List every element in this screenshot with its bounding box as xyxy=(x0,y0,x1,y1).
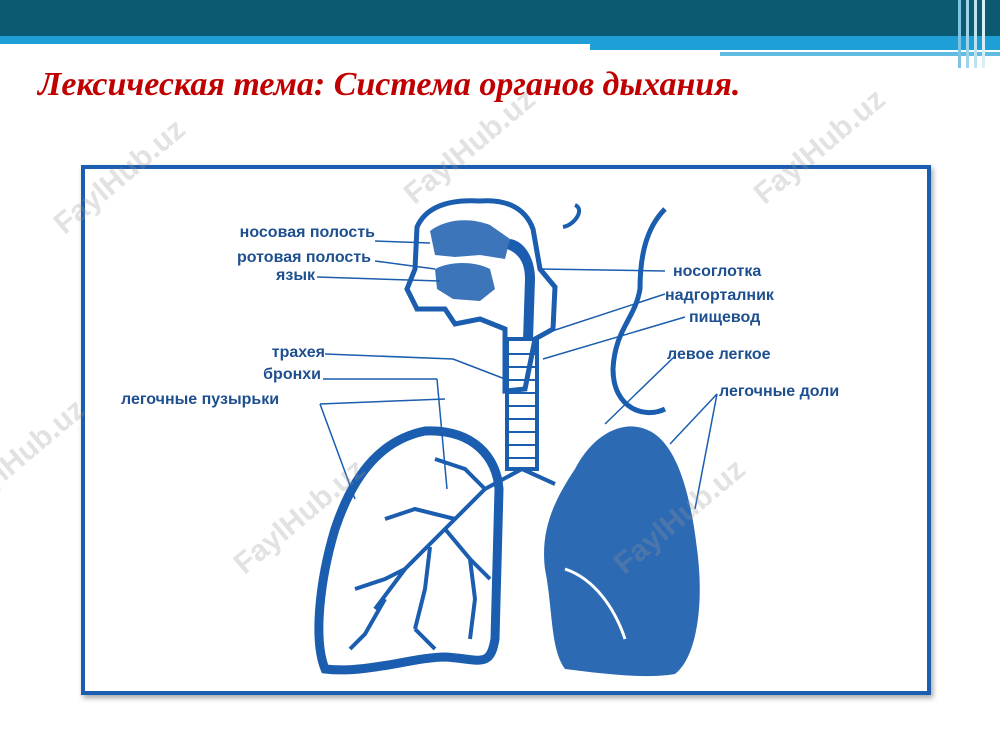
watermark: FaylHub.uz xyxy=(0,392,92,521)
header-dark-stripe xyxy=(0,0,1000,36)
pharynx-shape xyxy=(507,239,535,341)
leader-lines xyxy=(316,240,718,510)
header-vertical-line xyxy=(982,0,985,68)
label-lung-lobes: легочные доли xyxy=(719,383,840,400)
slide-title: Лексическая тема: Система органов дыхани… xyxy=(38,66,741,103)
head-shape xyxy=(404,198,558,394)
left-lung-shape xyxy=(544,426,700,677)
bronchial-tree xyxy=(348,457,556,651)
header-vertical-line xyxy=(958,0,961,68)
header-accent-stripe xyxy=(590,44,1000,50)
respiratory-diagram: носовая полость ротовая полость язык тра… xyxy=(81,165,931,695)
label-tongue: язык xyxy=(276,267,315,284)
label-nasal-cavity: носовая полость xyxy=(239,224,375,241)
respiratory-illustration xyxy=(314,198,718,677)
label-nasopharynx: носоглотка xyxy=(673,263,762,280)
label-esophagus: пищевод xyxy=(689,309,761,326)
nasal-cavity-shape xyxy=(430,220,510,259)
trachea-rings xyxy=(507,353,537,459)
label-oral-cavity: ротовая полость xyxy=(237,249,371,266)
label-alveoli: легочные пузырьки xyxy=(121,391,280,408)
label-epiglottis: надгорталник xyxy=(665,287,774,304)
esophagus-shape xyxy=(610,207,667,416)
label-bronchi: бронхи xyxy=(263,366,321,383)
back-contour xyxy=(562,203,582,229)
lung-lobe-fissure xyxy=(564,567,627,640)
tongue-shape xyxy=(435,263,495,301)
header-band xyxy=(0,0,1000,68)
header-vertical-line xyxy=(966,0,969,68)
label-trachea: трахея xyxy=(271,344,325,361)
header-accent-stripe-2 xyxy=(720,52,1000,56)
header-vertical-line xyxy=(974,0,977,68)
label-left-lung: левое легкое xyxy=(667,346,771,363)
right-lung-shape xyxy=(314,426,504,675)
header-light-stripe xyxy=(0,36,1000,44)
